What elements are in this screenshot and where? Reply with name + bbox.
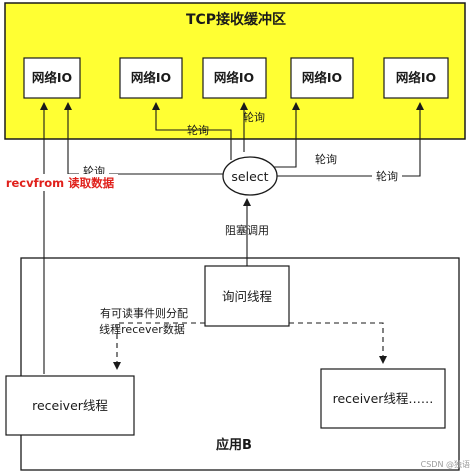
io-box-2: 网络IO bbox=[119, 57, 183, 99]
dispatch-note-line1: 有可读事件则分配 bbox=[100, 306, 188, 320]
select-label: select bbox=[231, 169, 268, 184]
io-box-label: 网络IO bbox=[396, 70, 436, 85]
select-node bbox=[222, 156, 278, 196]
io-box-label: 网络IO bbox=[131, 70, 171, 85]
poll-arrow-io4 bbox=[268, 102, 300, 168]
poll-label-io2: 轮询 bbox=[187, 123, 209, 137]
recvfrom-label: recvfrom 读取数据 bbox=[6, 176, 115, 190]
app-b-container bbox=[20, 257, 460, 471]
dispatch-arrow-right bbox=[289, 322, 387, 364]
receiver-thread-right-label: receiver线程…… bbox=[333, 391, 434, 406]
io-box-5: 网络IO bbox=[383, 57, 449, 99]
poll-label-io3: 轮询 bbox=[243, 110, 265, 124]
buffer-title: TCP接收缓冲区 bbox=[186, 11, 286, 28]
block-call-label: 阻塞调用 bbox=[225, 223, 269, 237]
app-b-title: 应用B bbox=[216, 437, 252, 453]
dispatch-arrow-left bbox=[113, 322, 205, 370]
io-box-label: 网络IO bbox=[214, 70, 254, 85]
io-box-3: 网络IO bbox=[202, 57, 267, 99]
poll-arrow-io5 bbox=[274, 102, 424, 177]
poll-thread-box bbox=[204, 265, 290, 327]
watermark: CSDN @独语 bbox=[421, 459, 470, 469]
io-box-label: 网络IO bbox=[302, 70, 342, 85]
receiver-thread-left-label: receiver线程 bbox=[32, 398, 108, 413]
io-box-1: 网络IO bbox=[23, 57, 81, 99]
poll-label-io4: 轮询 bbox=[315, 152, 337, 166]
poll-label-io5: 轮询 bbox=[376, 169, 398, 183]
poll-arrow-io2 bbox=[152, 102, 232, 160]
dispatch-note-line2: 线程recever数据 bbox=[99, 322, 185, 336]
poll-thread-label: 询问线程 bbox=[222, 289, 273, 304]
io-box-label: 网络IO bbox=[32, 70, 72, 85]
receiver-thread-left-box bbox=[5, 375, 135, 436]
receiver-thread-right-box bbox=[320, 368, 446, 429]
io-box-4: 网络IO bbox=[290, 57, 354, 99]
